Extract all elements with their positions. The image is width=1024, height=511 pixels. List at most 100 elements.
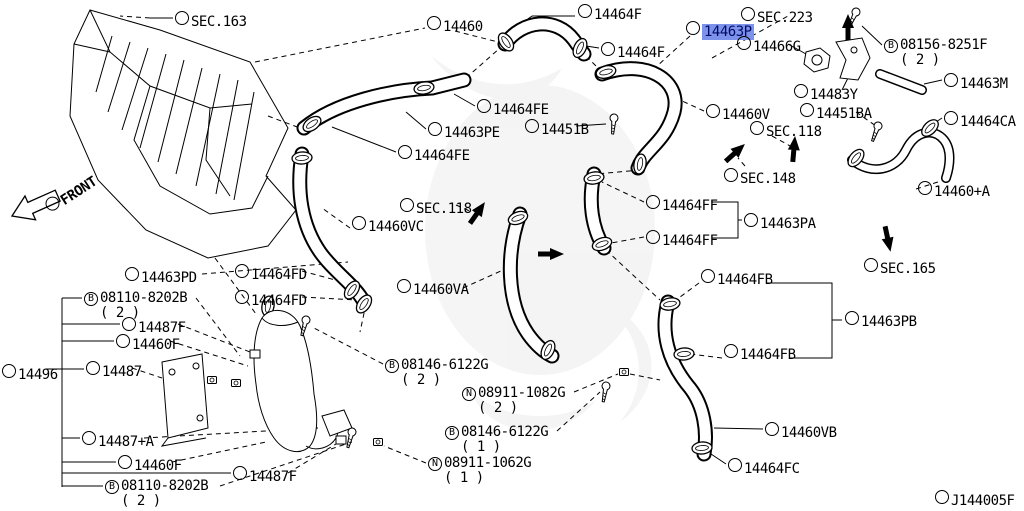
part-label-14464f-2[interactable]: 14464F [601, 42, 665, 61]
diagram-code: J144005F [935, 490, 1015, 509]
part-number-text: 14463PA [760, 216, 816, 232]
part-number-text: 08146-6122G [461, 424, 549, 440]
engine-illustration [69, 9, 297, 259]
part-label-14460f-2[interactable]: 14460F [118, 455, 182, 474]
part-label-14464fb-2[interactable]: 14464FB [724, 344, 796, 363]
sec-ref-118-mid[interactable]: SEC.118 [400, 198, 472, 217]
part-label-14463pa[interactable]: 14463PA [744, 213, 816, 232]
part-number-text: 14464FE [414, 148, 470, 164]
part-label-14466g[interactable]: 14466G [737, 36, 801, 55]
part-label-14463pd[interactable]: 14463PD [125, 267, 197, 286]
circled-letter-icon [427, 16, 441, 30]
quantity-text: ( 2 ) [121, 493, 161, 509]
part-label-14487-plus-a[interactable]: 14487+A [82, 431, 154, 450]
part-number-text: 08110-8202B [100, 290, 188, 306]
part-label-14451ba[interactable]: 14451BA [800, 103, 872, 122]
part-label-14460vc[interactable]: 14460VC [352, 216, 424, 235]
part-label-14463pb[interactable]: 14463PB [845, 311, 917, 330]
part-number-text: 14483Y [810, 87, 858, 103]
part-label-14464fe-1[interactable]: 14464FE [477, 99, 549, 118]
part-number-text: 14464FF [662, 233, 718, 249]
part-number-text: 14460VC [368, 219, 424, 235]
circled-letter-icon [944, 111, 958, 125]
part-label-14463m[interactable]: 14463M [944, 73, 1008, 92]
sec-ref-163[interactable]: SEC.163 [175, 11, 247, 30]
part-label-14451b[interactable]: 14451B [525, 119, 589, 138]
part-label-14487[interactable]: 14487 [86, 361, 142, 380]
watermark [425, 55, 655, 431]
circled-letter-icon [400, 198, 414, 212]
part-label-14487f-1[interactable]: 14487F [122, 317, 186, 336]
part-number-text: 14464FD [251, 267, 307, 283]
circled-letter-icon [741, 7, 755, 21]
circled-letter-icon [794, 84, 808, 98]
part-label-14460v[interactable]: 14460V [706, 104, 770, 123]
part-number-text: 08110-8202B [121, 478, 209, 494]
part-number-text: 08146-6122G [401, 357, 489, 373]
circled-letter-icon [737, 36, 751, 50]
flange-and-bracket-illustration [803, 37, 871, 81]
quantity-text: ( 1 ) [461, 439, 501, 455]
part-number-text: 14487F [249, 469, 297, 485]
circled-letter-icon [235, 290, 249, 304]
part-number-text: 14460V [722, 107, 770, 123]
sec-ref-148[interactable]: SEC.148 [724, 168, 796, 187]
circled-letter-icon [728, 458, 742, 472]
part-label-14464ff-1[interactable]: 14464FF [646, 195, 718, 214]
circled-letter-icon [397, 279, 411, 293]
circled-letter-icon [2, 364, 16, 378]
part-label-14464fe-2[interactable]: 14464FE [398, 145, 470, 164]
part-label-14464fb-1[interactable]: 14464FB [701, 269, 773, 288]
part-number-text: 14460F [134, 458, 182, 474]
circled-letter-icon: N [462, 387, 476, 401]
sec-ref-118-right[interactable]: SEC.118 [750, 121, 822, 140]
circled-letter-icon: B [445, 426, 459, 440]
part-label-14464ff-2[interactable]: 14464FF [646, 230, 718, 249]
circled-letter-icon [724, 344, 738, 358]
sec-ref-165[interactable]: SEC.165 [864, 258, 936, 277]
circled-letter-icon [646, 195, 660, 209]
circled-letter-icon [601, 42, 615, 56]
part-label-14464fd-1[interactable]: 14464FD [235, 264, 307, 283]
part-number-text: SEC.165 [880, 261, 936, 277]
circled-letter-icon: B [385, 359, 399, 373]
part-number-text: SEC.163 [191, 14, 247, 30]
part-label-14464fd-2[interactable]: 14464FD [235, 290, 307, 309]
part-number-text: 14463PB [861, 314, 917, 330]
part-label-14460vb[interactable]: 14460VB [765, 422, 837, 441]
part-label-14464f-top[interactable]: 14464F [578, 4, 642, 23]
circled-letter-icon [750, 121, 764, 135]
part-label-14460-plus-a[interactable]: 14460+A [918, 181, 990, 200]
circled-letter-icon [82, 431, 96, 445]
sec-ref-223[interactable]: SEC.223 [741, 7, 813, 26]
part-number-text: 14463PE [444, 125, 500, 141]
part-label-14487f-2[interactable]: 14487F [233, 466, 297, 485]
circled-letter-icon: B [84, 292, 98, 306]
part-number-text: J144005F [951, 493, 1015, 509]
part-label-14460f-1[interactable]: 14460F [116, 334, 180, 353]
part-label-14496[interactable]: 14496 [2, 364, 58, 383]
quantity-text: ( 2 ) [478, 400, 518, 416]
part-label-14460[interactable]: 14460 [427, 16, 483, 35]
part-label-14460va[interactable]: 14460VA [397, 279, 469, 298]
part-label-14463pe[interactable]: 14463PE [428, 122, 500, 141]
circled-letter-icon: B [884, 39, 898, 53]
part-label-14464fc[interactable]: 14464FC [728, 458, 800, 477]
part-label-14483y[interactable]: 14483Y [794, 84, 858, 103]
quantity-text: ( 2 ) [100, 305, 140, 321]
circled-letter-icon [352, 216, 366, 230]
circled-letter-icon [765, 422, 779, 436]
quantity-text: ( 2 ) [401, 372, 441, 388]
part-label-14464ca[interactable]: 14464CA [944, 111, 1016, 130]
part-number-text: 14487F [138, 320, 186, 336]
part-number-text: 14464FF [662, 198, 718, 214]
circled-letter-icon [864, 258, 878, 272]
part-number-text: 14464FC [744, 461, 800, 477]
